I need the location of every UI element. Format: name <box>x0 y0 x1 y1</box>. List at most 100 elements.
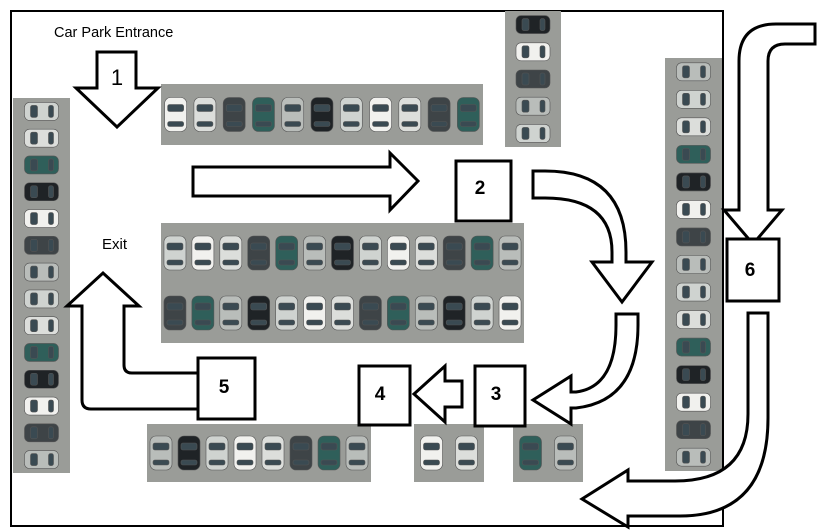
car-icon <box>24 396 59 416</box>
bay-left-column <box>13 98 70 473</box>
bottom-curve-arrow-icon <box>579 311 770 530</box>
car-icon <box>398 97 422 132</box>
car-icon <box>676 447 711 467</box>
car-icon <box>233 435 257 471</box>
car-icon <box>676 392 711 412</box>
car-icon <box>219 295 243 331</box>
car-icon <box>193 97 217 132</box>
step-number-6: 6 <box>745 260 756 281</box>
car-icon <box>24 182 59 202</box>
car-icon <box>676 172 711 192</box>
car-icon <box>331 235 354 271</box>
car-icon <box>676 227 711 247</box>
car-icon <box>369 97 393 132</box>
car-icon <box>414 295 438 331</box>
entrance-down-arrow-icon <box>72 50 162 130</box>
step-number-5: 5 <box>219 377 230 398</box>
car-icon <box>24 342 59 362</box>
car-icon <box>24 209 59 229</box>
car-icon <box>24 423 59 443</box>
car-icon <box>358 295 382 331</box>
step-box-6 <box>725 237 781 303</box>
car-icon <box>470 235 494 271</box>
car-icon <box>24 155 59 175</box>
car-icon <box>24 262 59 282</box>
car-icon <box>24 369 59 389</box>
car-icon <box>275 295 299 331</box>
car-icon <box>24 316 59 336</box>
step-box-3 <box>473 364 527 428</box>
step-box-5 <box>196 356 257 421</box>
car-icon <box>310 97 334 132</box>
car-icon <box>289 435 313 471</box>
step-markers: 1 2 3 4 5 6 <box>111 65 781 428</box>
car-icon <box>164 97 188 132</box>
car-icon <box>222 97 246 132</box>
car-icon <box>24 289 59 309</box>
car-icon <box>515 15 551 35</box>
car-icon <box>515 96 551 116</box>
step-number-3: 3 <box>491 384 502 405</box>
car-icon <box>470 295 494 331</box>
car-icon <box>24 450 59 470</box>
car-icon <box>24 101 59 121</box>
car-icon <box>515 69 551 89</box>
right-arrow-icon <box>191 149 421 214</box>
car-icon <box>676 337 711 357</box>
car-icon <box>386 295 410 331</box>
car-icon <box>24 128 59 148</box>
step-number-4: 4 <box>375 384 386 405</box>
car-icon <box>281 97 305 132</box>
car-icon <box>191 295 215 331</box>
car-icon <box>515 123 551 143</box>
car-icon <box>676 310 711 330</box>
car-icon <box>149 435 173 471</box>
car-icon <box>519 435 542 471</box>
car-icon <box>442 235 466 271</box>
car-icon <box>676 117 711 137</box>
step-number-1: 1 <box>111 65 123 90</box>
car-icon <box>676 62 711 82</box>
car-icon <box>247 235 271 271</box>
car-icon <box>554 435 577 471</box>
car-icon <box>442 295 466 331</box>
car-icon <box>205 435 229 471</box>
car-icon <box>331 295 354 331</box>
exit-up-arrow-icon <box>63 270 200 411</box>
car-icon <box>317 435 341 471</box>
car-icon <box>676 282 711 302</box>
car-icon <box>303 235 327 271</box>
exit-label: Exit <box>102 236 128 253</box>
car-icon <box>676 89 711 109</box>
car-icon <box>515 42 551 62</box>
car-icon <box>251 97 275 132</box>
car-icon <box>676 199 711 219</box>
step-box-4 <box>357 364 412 427</box>
car-icon <box>456 97 480 132</box>
car-icon <box>676 420 711 440</box>
car-icon <box>191 235 215 271</box>
car-icon <box>177 435 201 471</box>
flow-arrows <box>63 22 817 530</box>
car-icon <box>676 255 711 274</box>
car-icon <box>498 295 522 331</box>
car-icon <box>261 435 285 471</box>
car-icon <box>24 235 59 255</box>
car-icon <box>676 144 711 164</box>
car-icon <box>303 295 327 331</box>
car-icon <box>420 435 443 471</box>
car-icon <box>386 235 410 271</box>
car-icon <box>414 235 438 271</box>
car-icon <box>358 235 382 271</box>
car-icon <box>339 97 363 132</box>
entrance-label: Car Park Entrance <box>54 25 173 41</box>
car-icon <box>163 295 187 331</box>
car-icon <box>455 435 478 471</box>
car-icon <box>163 235 187 271</box>
car-icon <box>275 235 299 271</box>
curved-down-arrow-icon <box>531 169 655 305</box>
car-icon <box>427 97 451 132</box>
car-icon <box>676 365 711 385</box>
car-icon <box>498 235 522 271</box>
